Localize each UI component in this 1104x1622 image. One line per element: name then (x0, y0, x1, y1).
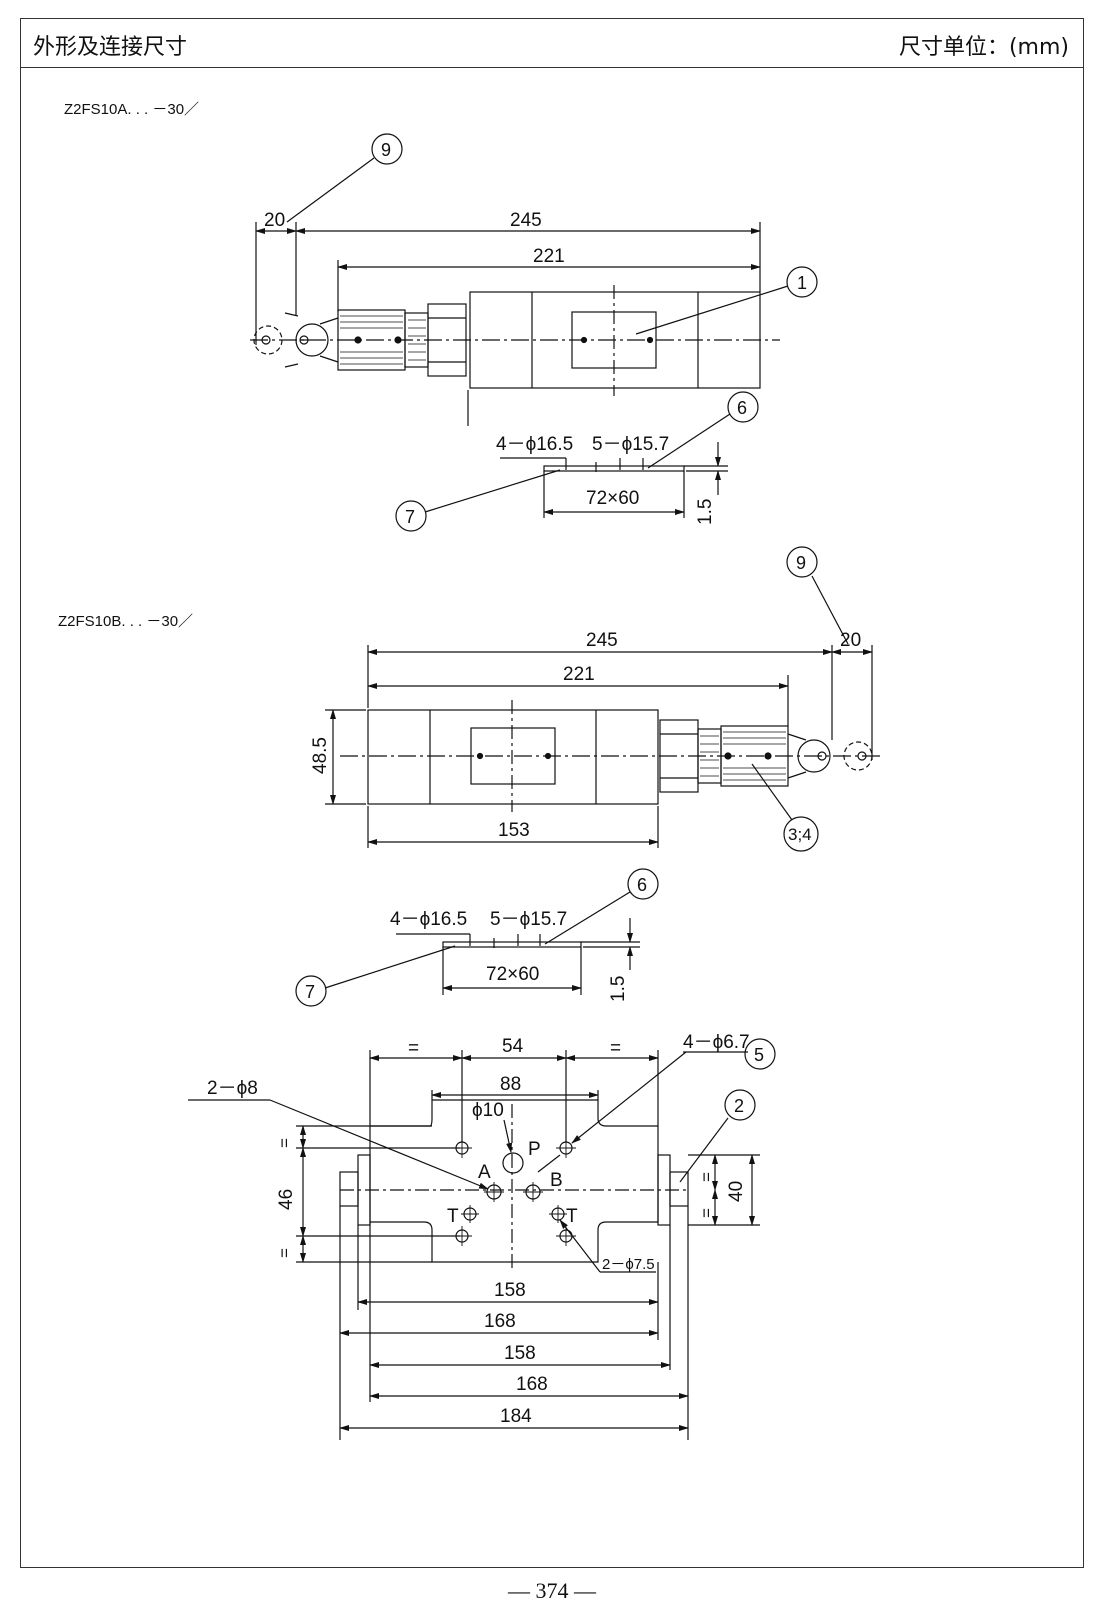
svg-text:7: 7 (305, 982, 315, 1002)
plate-section-a (543, 465, 685, 472)
balloon-9-b (786, 546, 818, 578)
dim-a-20: 20 (264, 210, 285, 231)
svg-text:6: 6 (637, 875, 647, 895)
svg-text:2: 2 (734, 1096, 744, 1116)
dim-c-72x60: 72×60 (486, 964, 539, 985)
valve-body-b (367, 709, 659, 805)
dim-d-phi10: ϕ10 (472, 1100, 504, 1121)
mounting-body (369, 1099, 659, 1263)
balloon-3-4 (783, 816, 819, 852)
dim-c-phi157: 5－ϕ15.7 (490, 909, 567, 930)
dim-d-eq3: = (275, 1138, 294, 1148)
balloon-6-b (627, 868, 659, 900)
dim-c-1-5: 1.5 (608, 976, 629, 1002)
model-label-b: Z2FS10B. . . －30／ (58, 613, 194, 630)
dim-b-245: 245 (586, 630, 618, 651)
svg-text:9: 9 (381, 140, 391, 160)
dim-d-eq1: = (408, 1038, 419, 1059)
balloon-5 (744, 1038, 776, 1070)
page-title: 外形及连接尺寸 (33, 35, 188, 60)
view-d: P A B T T = 54 = 88 ϕ10 4－ϕ6.7 5 2 2－ϕ8 (188, 1032, 776, 1440)
svg-text:6: 6 (737, 398, 747, 418)
dim-b-48-5: 48.5 (310, 737, 331, 774)
port-window-b (470, 727, 556, 785)
dim-d-eq6: = (697, 1208, 716, 1218)
view-c: 4－ϕ16.5 5－ϕ15.7 72×60 1.5 6 7 (295, 868, 659, 1007)
dim-d-40: 40 (726, 1181, 747, 1202)
balloon-7-a (395, 500, 427, 532)
dim-d-46: 46 (276, 1189, 297, 1210)
dim-d-eq4: = (275, 1248, 294, 1258)
dim-c-phi165: 4－ϕ16.5 (390, 909, 467, 930)
plate-section-b (442, 941, 582, 948)
drawing-frame: 外形及连接尺寸 尺寸单位：(mm) (20, 18, 1084, 1568)
view-b: 245 221 20 48.5 153 9 3;4 (310, 546, 880, 852)
svg-text:T: T (447, 1206, 459, 1227)
header-bar: 外形及连接尺寸 尺寸单位：(mm) (21, 19, 1083, 68)
dim-d-88: 88 (500, 1074, 521, 1095)
dim-d-phi8: 2－ϕ8 (207, 1078, 258, 1099)
model-label-a: Z2FS10A. . . －30／ (64, 101, 200, 118)
dim-a-245: 245 (510, 210, 542, 231)
balloon-1-a (786, 266, 818, 298)
dim-d-158-b: 158 (504, 1343, 536, 1364)
dim-a-221: 221 (533, 246, 565, 267)
balloon-7-b (295, 975, 327, 1007)
dim-d-158-a: 158 (494, 1280, 526, 1301)
dim-b-153: 153 (498, 820, 530, 841)
dim-d-184: 184 (500, 1406, 532, 1427)
port-p (502, 1152, 524, 1174)
svg-text:T: T (566, 1206, 578, 1227)
unit-label: 尺寸单位：(mm) (898, 35, 1069, 60)
dim-d-168-b: 168 (516, 1374, 548, 1395)
svg-text:A: A (478, 1162, 491, 1183)
dim-a-1-5: 1.5 (695, 499, 716, 525)
svg-text:P: P (528, 1139, 541, 1160)
dim-d-phi67: 4－ϕ6.7 (683, 1032, 750, 1053)
dim-d-168-a: 168 (484, 1311, 516, 1332)
svg-text:9: 9 (796, 553, 806, 573)
balloon-2 (724, 1089, 756, 1121)
svg-text:3;4: 3;4 (788, 825, 812, 844)
svg-text:5: 5 (754, 1045, 764, 1065)
dim-d-eq2: = (610, 1038, 621, 1059)
dim-d-54: 54 (502, 1036, 524, 1057)
page-number: — 374 — (508, 1578, 596, 1603)
dim-a-72x60: 72×60 (586, 488, 639, 509)
balloon-6-a (727, 391, 759, 423)
svg-text:1: 1 (797, 273, 807, 293)
dim-a-phi165: 4－ϕ16.5 (496, 434, 573, 455)
balloon-9-a (371, 133, 403, 165)
view-a: 20 245 221 9 1 4－ϕ16.5 5－ϕ15.7 72×60 1.5… (250, 133, 818, 532)
svg-text:B: B (550, 1170, 563, 1191)
dim-b-221: 221 (563, 664, 595, 685)
svg-text:7: 7 (405, 507, 415, 527)
dim-a-phi157: 5－ϕ15.7 (592, 434, 669, 455)
dim-b-20: 20 (840, 630, 861, 651)
dim-d-phi75: 2－ϕ7.5 (602, 1256, 655, 1273)
dim-d-eq5: = (697, 1172, 716, 1182)
